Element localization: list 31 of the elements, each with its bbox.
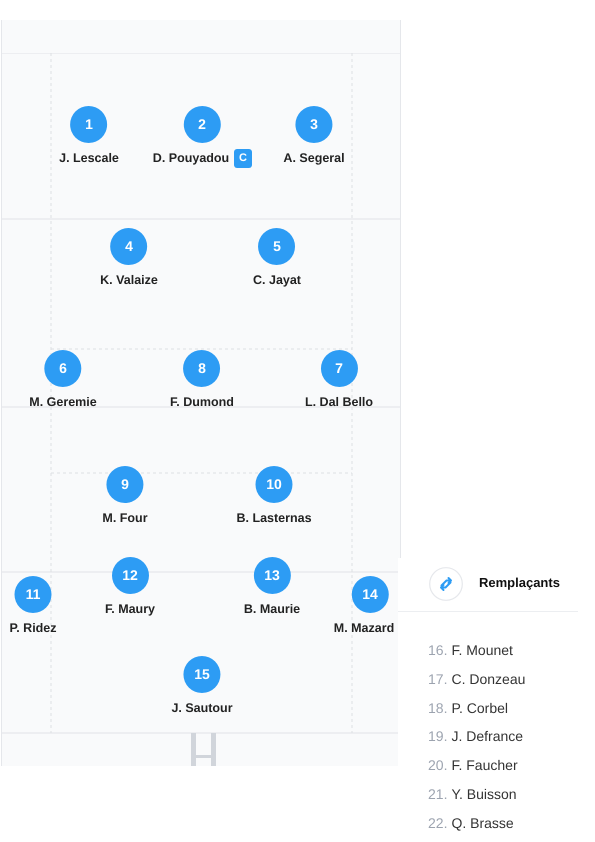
substitute-number: 18. xyxy=(428,698,448,717)
substitutes-heading: Remplaçants xyxy=(479,575,560,591)
substitute-name: F. Faucher xyxy=(451,756,518,774)
substitute-number: 22. xyxy=(428,814,448,832)
substitute-name: J. Defrance xyxy=(451,727,524,746)
substitute-name: C. Donzeau xyxy=(451,670,526,688)
substitute-number: 21. xyxy=(428,785,448,803)
player-name: K. Valaize xyxy=(100,272,158,288)
player-name: J. Lescale xyxy=(59,150,119,166)
substitute-name: Q. Brasse xyxy=(451,814,514,832)
player-name: F. Dumond xyxy=(170,394,234,410)
player-name: M. Geremie xyxy=(29,394,97,410)
substitute-number: 17. xyxy=(428,670,448,688)
player-name: D. Pouyadou xyxy=(152,150,230,166)
player-name: B. Maurie xyxy=(244,602,300,616)
substitute-name: P. Corbel xyxy=(451,698,508,717)
player-name: J. Sautour xyxy=(171,700,233,716)
player-name: A. Segeral xyxy=(283,150,345,166)
substitute-name: Y. Buisson xyxy=(451,785,517,803)
player-name: C. Jayat xyxy=(253,272,301,288)
substitute-number: 20. xyxy=(428,756,448,774)
player-name: M. Mazard xyxy=(334,620,394,636)
player-name: M. Four xyxy=(102,510,148,526)
substitute-number: 19. xyxy=(428,727,448,746)
substitute-name: F. Mounet xyxy=(451,641,513,659)
player-name: P. Ridez xyxy=(10,620,56,636)
captain-badge: C xyxy=(234,148,252,168)
player-name: B. Lasternas xyxy=(236,510,312,526)
player-name: F. Maury xyxy=(105,602,155,616)
player-name: L. Dal Bello xyxy=(304,394,374,410)
substitute-number: 16. xyxy=(428,641,448,659)
